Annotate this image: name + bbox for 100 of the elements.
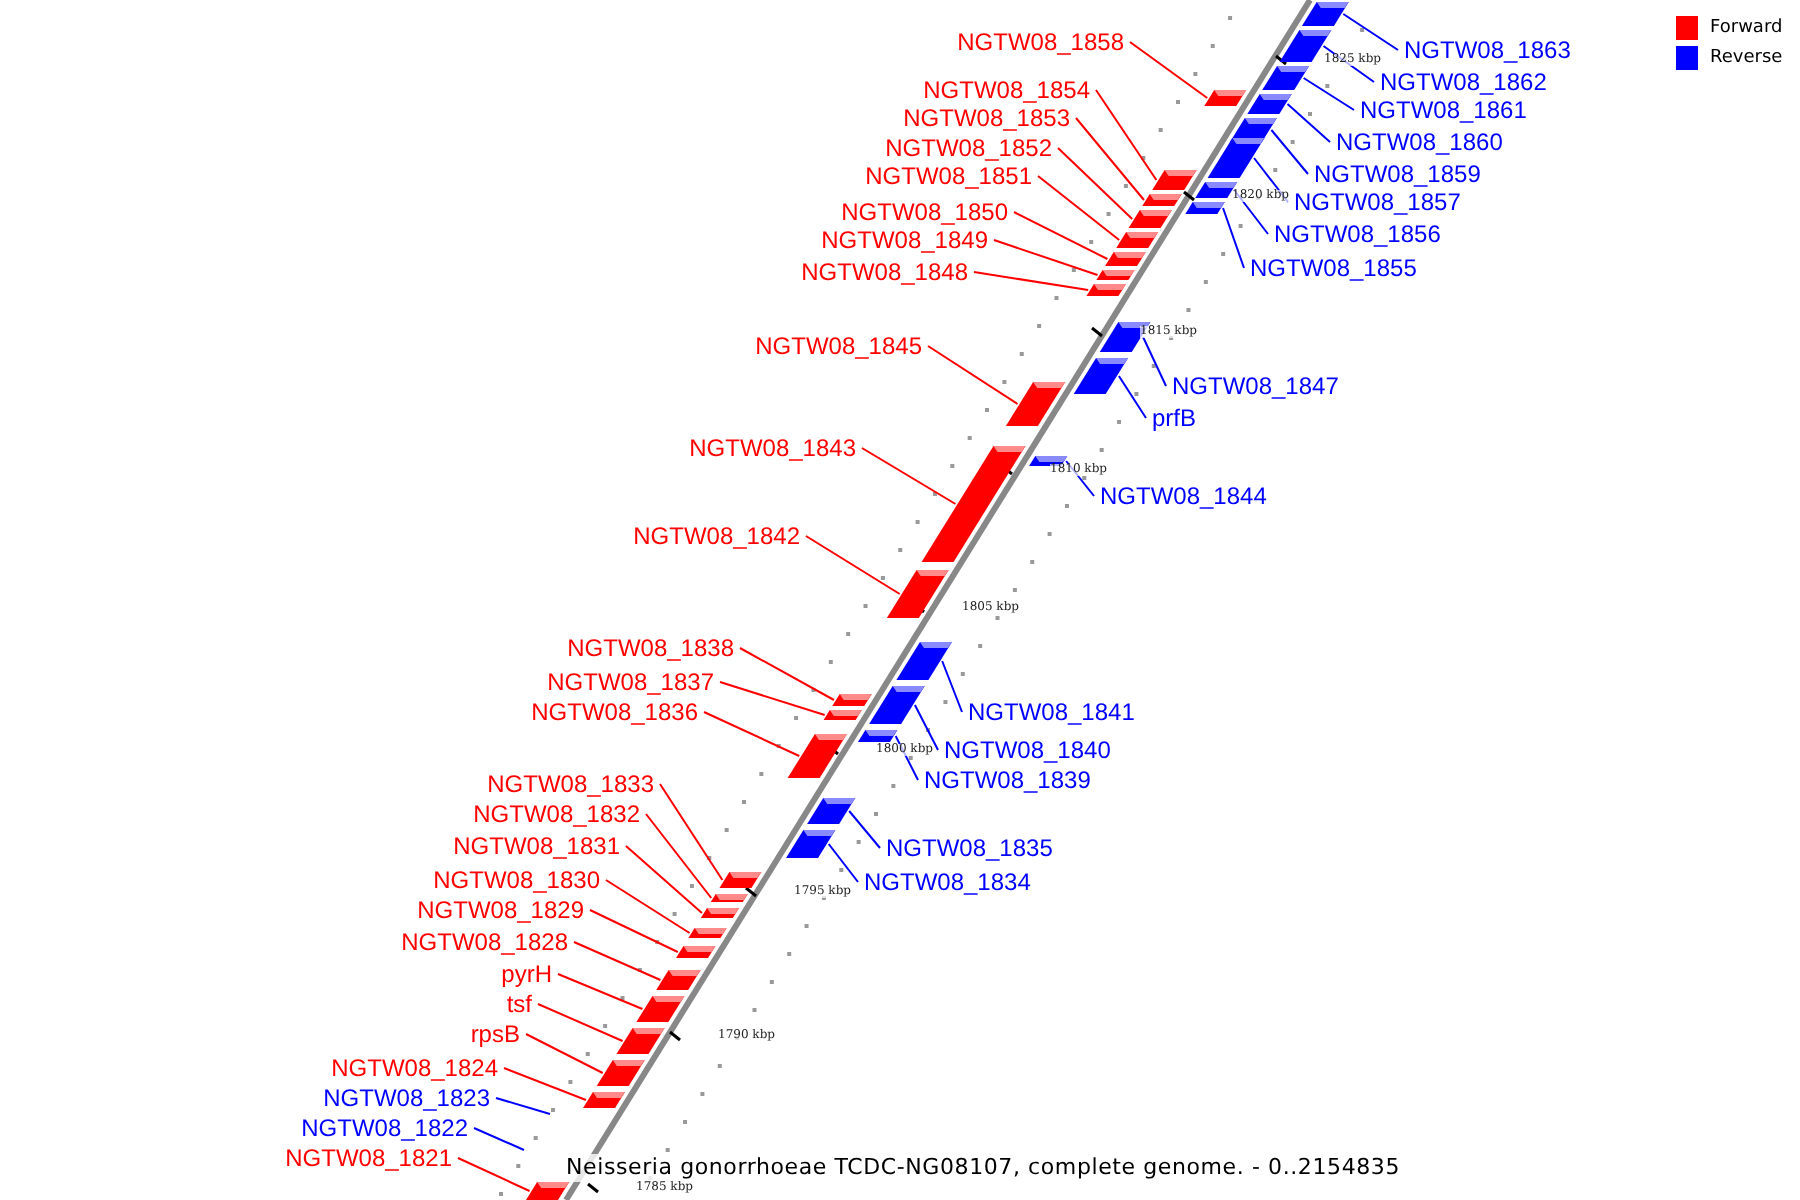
leader-line [1037, 175, 1121, 241]
gene-label: NGTW08_1831 [453, 832, 620, 860]
leader-line [941, 660, 963, 713]
leader-line [1286, 103, 1331, 143]
gene-block [869, 686, 925, 724]
gene-block [1005, 382, 1066, 426]
gene-block [1185, 202, 1225, 214]
gene-label: NGTW08_1834 [864, 868, 1031, 896]
gene-label: tsf [506, 990, 532, 1018]
gene-block [1204, 90, 1247, 106]
gene-block [636, 996, 685, 1022]
gene-block [596, 1060, 645, 1086]
leader-line [625, 845, 703, 914]
leader-line [739, 647, 835, 701]
gene-block [857, 730, 898, 742]
gene-block [1152, 170, 1197, 190]
gene-label: NGTW08_1850 [841, 198, 1008, 226]
gene-label: NGTW08_1845 [755, 332, 922, 360]
gene-label: NGTW08_1861 [1360, 96, 1527, 124]
leader-line [1117, 375, 1147, 419]
gene-label: NGTW08_1860 [1336, 128, 1503, 156]
leader-line [645, 813, 713, 899]
gene-block [1029, 456, 1068, 466]
gene-label: NGTW08_1859 [1314, 160, 1481, 188]
gene-label: NGTW08_1836 [531, 698, 698, 726]
gene-block [719, 872, 762, 888]
leader-line [495, 1097, 551, 1115]
gene-block [1086, 284, 1126, 296]
leader-line [1142, 336, 1167, 387]
gene-block [1105, 252, 1146, 266]
leader-line [993, 239, 1099, 276]
gene-label: NGTW08_1844 [1100, 482, 1267, 510]
gene-block [656, 970, 701, 990]
gene-block [583, 1092, 625, 1108]
leader-line [1095, 89, 1158, 181]
gene-label: NGTW08_1856 [1274, 220, 1441, 248]
leader-line [1302, 77, 1355, 111]
gene-label: NGTW08_1853 [903, 104, 1070, 132]
leader-line [719, 681, 826, 716]
legend-label: Forward [1710, 16, 1783, 40]
gene-label: NGTW08_1824 [331, 1054, 498, 1082]
gene-block [1142, 194, 1182, 206]
gene-block [886, 570, 949, 618]
leader-line [1013, 211, 1109, 260]
gene-block [710, 894, 748, 902]
gene-label: NGTW08_1857 [1294, 188, 1461, 216]
leader-line [503, 1067, 587, 1101]
gene-block [676, 946, 716, 958]
leader-line [913, 704, 939, 751]
gene-block [896, 642, 952, 680]
gene-label: NGTW08_1835 [886, 834, 1053, 862]
leader-line [927, 345, 1019, 405]
gene-block [1301, 2, 1349, 26]
leader-line [827, 843, 859, 883]
leader-line [805, 535, 901, 595]
leader-line [589, 909, 679, 953]
gene-block [616, 1028, 665, 1054]
gene-label: NGTW08_1840 [944, 736, 1111, 764]
gene-block [526, 1182, 570, 1200]
gene-label: NGTW08_1848 [801, 258, 968, 286]
gene-block [700, 908, 740, 918]
gene-block [921, 446, 1026, 562]
gene-label: NGTW08_1847 [1172, 372, 1339, 400]
leader-line [703, 711, 801, 757]
caption: Neisseria gonorrhoeae TCDC-NG08107, complete genome. - 0..2154835 [566, 1154, 1401, 1182]
leader-line [861, 447, 957, 505]
gene-block [1262, 66, 1310, 90]
gene-label: NGTW08_1851 [865, 162, 1032, 190]
leader-line [1222, 207, 1245, 269]
leader-line [848, 810, 881, 849]
gene-block [787, 734, 847, 778]
gene-label: rpsB [470, 1020, 520, 1048]
gene-label: NGTW08_1852 [885, 134, 1052, 162]
gene-label: NGTW08_1841 [968, 698, 1135, 726]
gene-label: NGTW08_1843 [689, 434, 856, 462]
gene-block [1073, 358, 1129, 394]
gene-label: NGTW08_1855 [1250, 254, 1417, 282]
leader-line [473, 1127, 525, 1151]
gene-label: NGTW08_1839 [924, 766, 1091, 794]
gene-block [1116, 232, 1159, 248]
gene-label: NGTW08_1862 [1380, 68, 1547, 96]
gene-block [688, 928, 727, 938]
leader-line [525, 1033, 604, 1074]
gene-label: NGTW08_1821 [285, 1144, 452, 1172]
gene-label: prfB [1152, 404, 1197, 432]
gene-block [823, 710, 862, 720]
leader-line [1057, 147, 1134, 220]
leader-line [659, 783, 724, 881]
gene-label: NGTW08_1858 [957, 28, 1124, 56]
leader-line [537, 1003, 624, 1042]
leader-line [605, 879, 691, 934]
gene-block [786, 830, 836, 858]
gene-label: NGTW08_1832 [473, 800, 640, 828]
gene-label: NGTW08_1849 [821, 226, 988, 254]
leader-line [557, 973, 644, 1010]
gene-block [807, 798, 856, 824]
leader-line [973, 271, 1090, 291]
legend-label: Reverse [1710, 46, 1783, 70]
gene-label: pyrH [501, 960, 552, 988]
gene-label: NGTW08_1829 [417, 896, 584, 924]
